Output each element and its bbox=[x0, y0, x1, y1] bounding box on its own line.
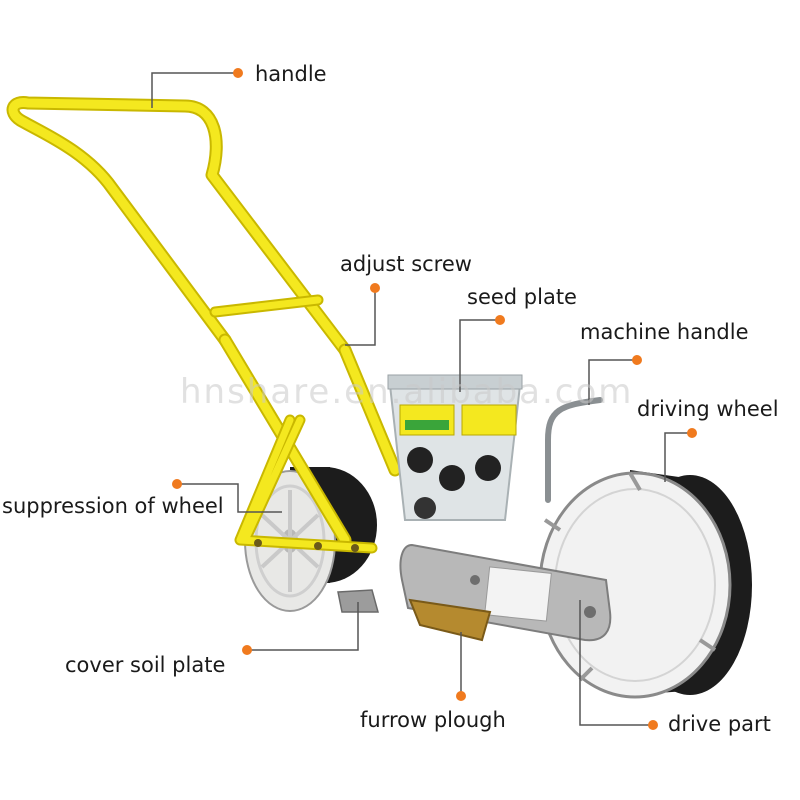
dot-cover-soil-plate bbox=[242, 645, 252, 655]
leader-adjust-screw bbox=[345, 290, 376, 346]
leader-seed-plate bbox=[459, 319, 500, 392]
label-seed-plate: seed plate bbox=[467, 285, 577, 309]
handle-frame bbox=[6, 96, 402, 554]
dot-adjust-screw bbox=[370, 283, 380, 293]
furrow-plough-blade bbox=[408, 598, 492, 642]
hopper bbox=[387, 374, 523, 521]
label-suppression-of-wheel: suppression of wheel bbox=[2, 494, 224, 518]
watermark: hnshare.en.alibaba.com bbox=[180, 372, 634, 412]
leader-drive-part bbox=[579, 600, 653, 726]
cover-soil-plate-part bbox=[337, 589, 379, 613]
marker-dots bbox=[172, 68, 697, 730]
label-adjust-screw: adjust screw bbox=[340, 252, 472, 276]
drive-cover-plate bbox=[399, 543, 612, 642]
dot-handle bbox=[233, 68, 243, 78]
dot-suppression-of-wheel bbox=[172, 479, 182, 489]
dot-seed-plate bbox=[495, 315, 505, 325]
machine-handle-bar bbox=[545, 397, 603, 503]
leader-suppression-of-wheel bbox=[177, 483, 282, 513]
leader-lines bbox=[151, 72, 691, 726]
dot-furrow-plough bbox=[456, 691, 466, 701]
dot-driving-wheel bbox=[687, 428, 697, 438]
dot-drive-part bbox=[648, 720, 658, 730]
label-cover-soil-plate: cover soil plate bbox=[65, 653, 226, 677]
label-driving-wheel: driving wheel bbox=[637, 397, 779, 421]
leader-cover-soil-plate bbox=[247, 602, 359, 651]
leader-handle bbox=[151, 72, 238, 108]
leader-machine-handle bbox=[588, 359, 635, 405]
label-machine-handle: machine handle bbox=[580, 320, 749, 344]
label-furrow-plough: furrow plough bbox=[360, 708, 506, 732]
dot-machine-handle bbox=[632, 355, 642, 365]
label-handle: handle bbox=[255, 62, 327, 86]
leader-driving-wheel bbox=[664, 432, 691, 482]
label-drive-part: drive part bbox=[668, 712, 771, 736]
